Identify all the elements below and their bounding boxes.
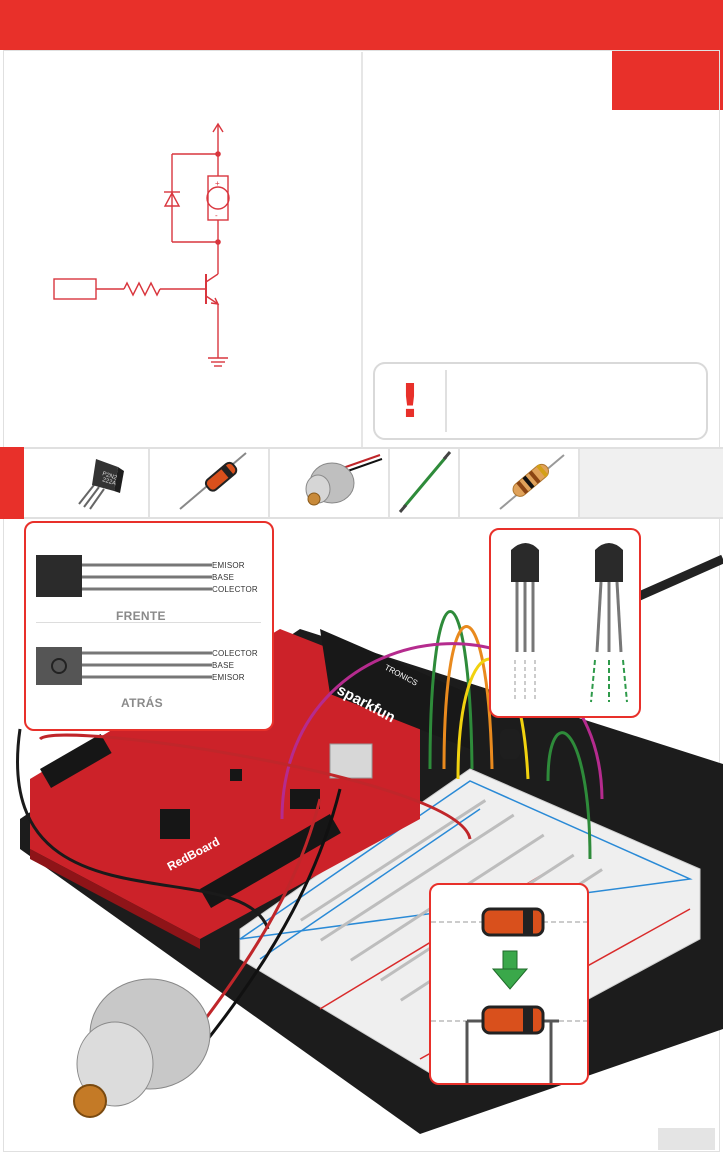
exclamation-icon: !	[399, 374, 421, 428]
page-frame	[3, 50, 720, 1152]
wire-magenta	[280, 642, 604, 820]
part-resistor	[460, 449, 580, 517]
svg-text:P2N2: P2N2	[101, 471, 118, 482]
part-jumper-wire	[390, 449, 460, 517]
circuit-schematic: + -	[53, 122, 230, 367]
back-pin-collector: COLECTOR	[212, 649, 258, 658]
wire-orange	[442, 625, 494, 770]
warning-box: !	[373, 362, 708, 440]
back-pin-base: BASE	[212, 661, 235, 670]
transistor-pinout-callout: EMISOR BASE COLECTOR FRENTE COLECTOR BAS…	[24, 521, 274, 731]
part-motor	[270, 449, 390, 517]
pinout-divider	[36, 622, 261, 623]
back-title: ATRÁS	[121, 696, 163, 710]
diode-icon	[179, 452, 247, 510]
diode-orientation-callout	[429, 883, 589, 1085]
transistor-icon: P2N2 222A	[78, 459, 124, 510]
part-diode	[150, 449, 270, 517]
motor-minus-label: -	[215, 211, 218, 220]
resistor-icon	[499, 454, 565, 510]
front-title: FRENTE	[116, 609, 166, 623]
page-number	[658, 1128, 715, 1150]
part-transistor: P2N2 222A	[24, 449, 150, 517]
part-cell-empty	[580, 449, 723, 517]
transistor-leads-callout	[489, 528, 641, 718]
wire-red	[38, 733, 472, 840]
front-pin-base: BASE	[212, 573, 235, 582]
motor-gear	[73, 1084, 107, 1118]
parts-strip-accent	[0, 447, 24, 519]
jumper-wire-icon	[398, 451, 452, 513]
transistor-pinout-drawing	[36, 555, 212, 685]
motor-plus-label: +	[215, 179, 220, 188]
header-bar	[0, 0, 723, 50]
corner-tab	[612, 50, 723, 110]
back-pin-emitter: EMISOR	[212, 673, 245, 682]
column-divider	[361, 52, 363, 447]
wire-green	[428, 610, 474, 770]
redboard	[30, 629, 420, 939]
front-pin-collector: COLECTOR	[212, 585, 258, 594]
arrow-down-icon	[491, 968, 529, 990]
front-pin-emitter: EMISOR	[212, 561, 245, 570]
warning-separator	[445, 370, 447, 432]
svg-text:222A: 222A	[101, 477, 116, 487]
diode-orientation-drawing	[431, 907, 587, 1083]
transistor-leads-drawing	[511, 543, 628, 703]
motor-icon	[305, 454, 383, 506]
wire-black	[16, 728, 270, 930]
usb-connector	[329, 743, 373, 779]
